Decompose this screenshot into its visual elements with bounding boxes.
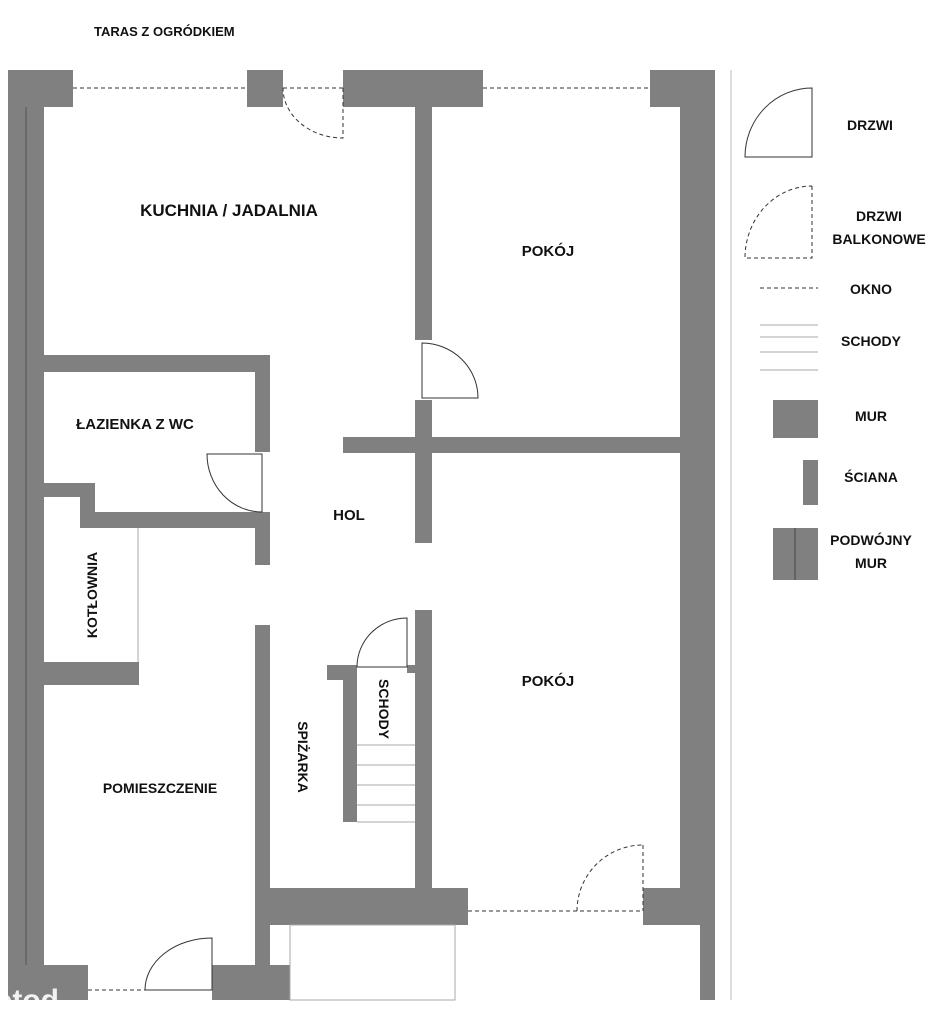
doors [144, 87, 644, 991]
legend-double-wall-label: PODWÓJNY [830, 531, 912, 548]
wall-bathroom-top [44, 355, 270, 372]
wall-top-1 [8, 70, 73, 107]
room-label-room-bottom: POKÓJ [522, 672, 575, 690]
room-label-utility: POMIESZCZENIE [103, 780, 217, 796]
legend-balcony-door-label: DRZWI [856, 208, 902, 224]
balcony-door-terrace [282, 87, 344, 139]
wall-stairs-stub [407, 665, 417, 673]
wall-bottom-left [8, 965, 88, 1000]
room-label-bathroom: ŁAZIENKA Z WC [76, 416, 194, 433]
wall-stairs-right [415, 610, 432, 890]
wall-right-lower [700, 925, 715, 1000]
door-room-top [421, 342, 479, 399]
wall-bathroom-right [255, 355, 270, 452]
watermark: otod [0, 984, 59, 1017]
walls [8, 70, 715, 1001]
wall-bathroom-step-v [80, 483, 95, 528]
balcony-door-room [576, 844, 644, 912]
wall-top-2 [247, 70, 283, 107]
wall-bathroom-bottom [80, 512, 270, 528]
room-label-kitchen: KUCHNIA / JADALNIA [140, 201, 318, 220]
legend: DRZWI DRZWI BALKONOWE OKNO SCHODY MUR ŚC… [730, 70, 926, 1000]
porch-outline [289, 924, 456, 1001]
legend-masonry-icon [773, 400, 818, 438]
wall-rooms-divider [343, 437, 680, 453]
wall-pantry-bottom [255, 888, 468, 925]
legend-stairs-label: SCHODY [841, 333, 902, 349]
legend-window-label: OKNO [850, 281, 892, 297]
stair-steps [357, 744, 415, 823]
legend-balcony-door-label-2: BALKONOWE [832, 231, 925, 247]
windows [73, 87, 650, 991]
door-stairs [356, 617, 408, 668]
wall-hall-room [415, 400, 432, 543]
door-bathroom [206, 453, 263, 513]
legend-wall-icon [803, 460, 818, 505]
legend-masonry-label: MUR [855, 408, 887, 424]
room-label-room-top: POKÓJ [522, 242, 575, 260]
room-label-stairs: SCHODY [376, 679, 392, 740]
outer-wall-right [680, 70, 715, 890]
legend-wall-label: ŚCIANA [844, 468, 898, 485]
wall-right-bottom-block [643, 888, 715, 925]
room-label-boiler: KOTŁOWNIA [84, 552, 100, 638]
room-label-pantry: SPIŻARKA [295, 721, 311, 793]
legend-door-label: DRZWI [847, 117, 893, 133]
wall-pantry-left [255, 625, 270, 1000]
room-label-hall: HOL [333, 507, 365, 524]
door-entrance [144, 937, 213, 991]
legend-double-wall-label-2: MUR [855, 555, 887, 571]
wall-stairs-top [327, 665, 357, 680]
legend-stairs-icon [760, 324, 818, 371]
wall-top-3 [343, 70, 483, 107]
wall-boiler-bottom [44, 662, 139, 685]
legend-door-icon [744, 87, 813, 158]
wall-bottom-mid [212, 965, 290, 1000]
legend-balcony-door-icon [744, 185, 813, 259]
wall-stairs-left [343, 665, 357, 822]
wall-kitchen-room [415, 107, 432, 340]
terrace-label: TARAS Z OGRÓDKIEM [94, 24, 235, 39]
